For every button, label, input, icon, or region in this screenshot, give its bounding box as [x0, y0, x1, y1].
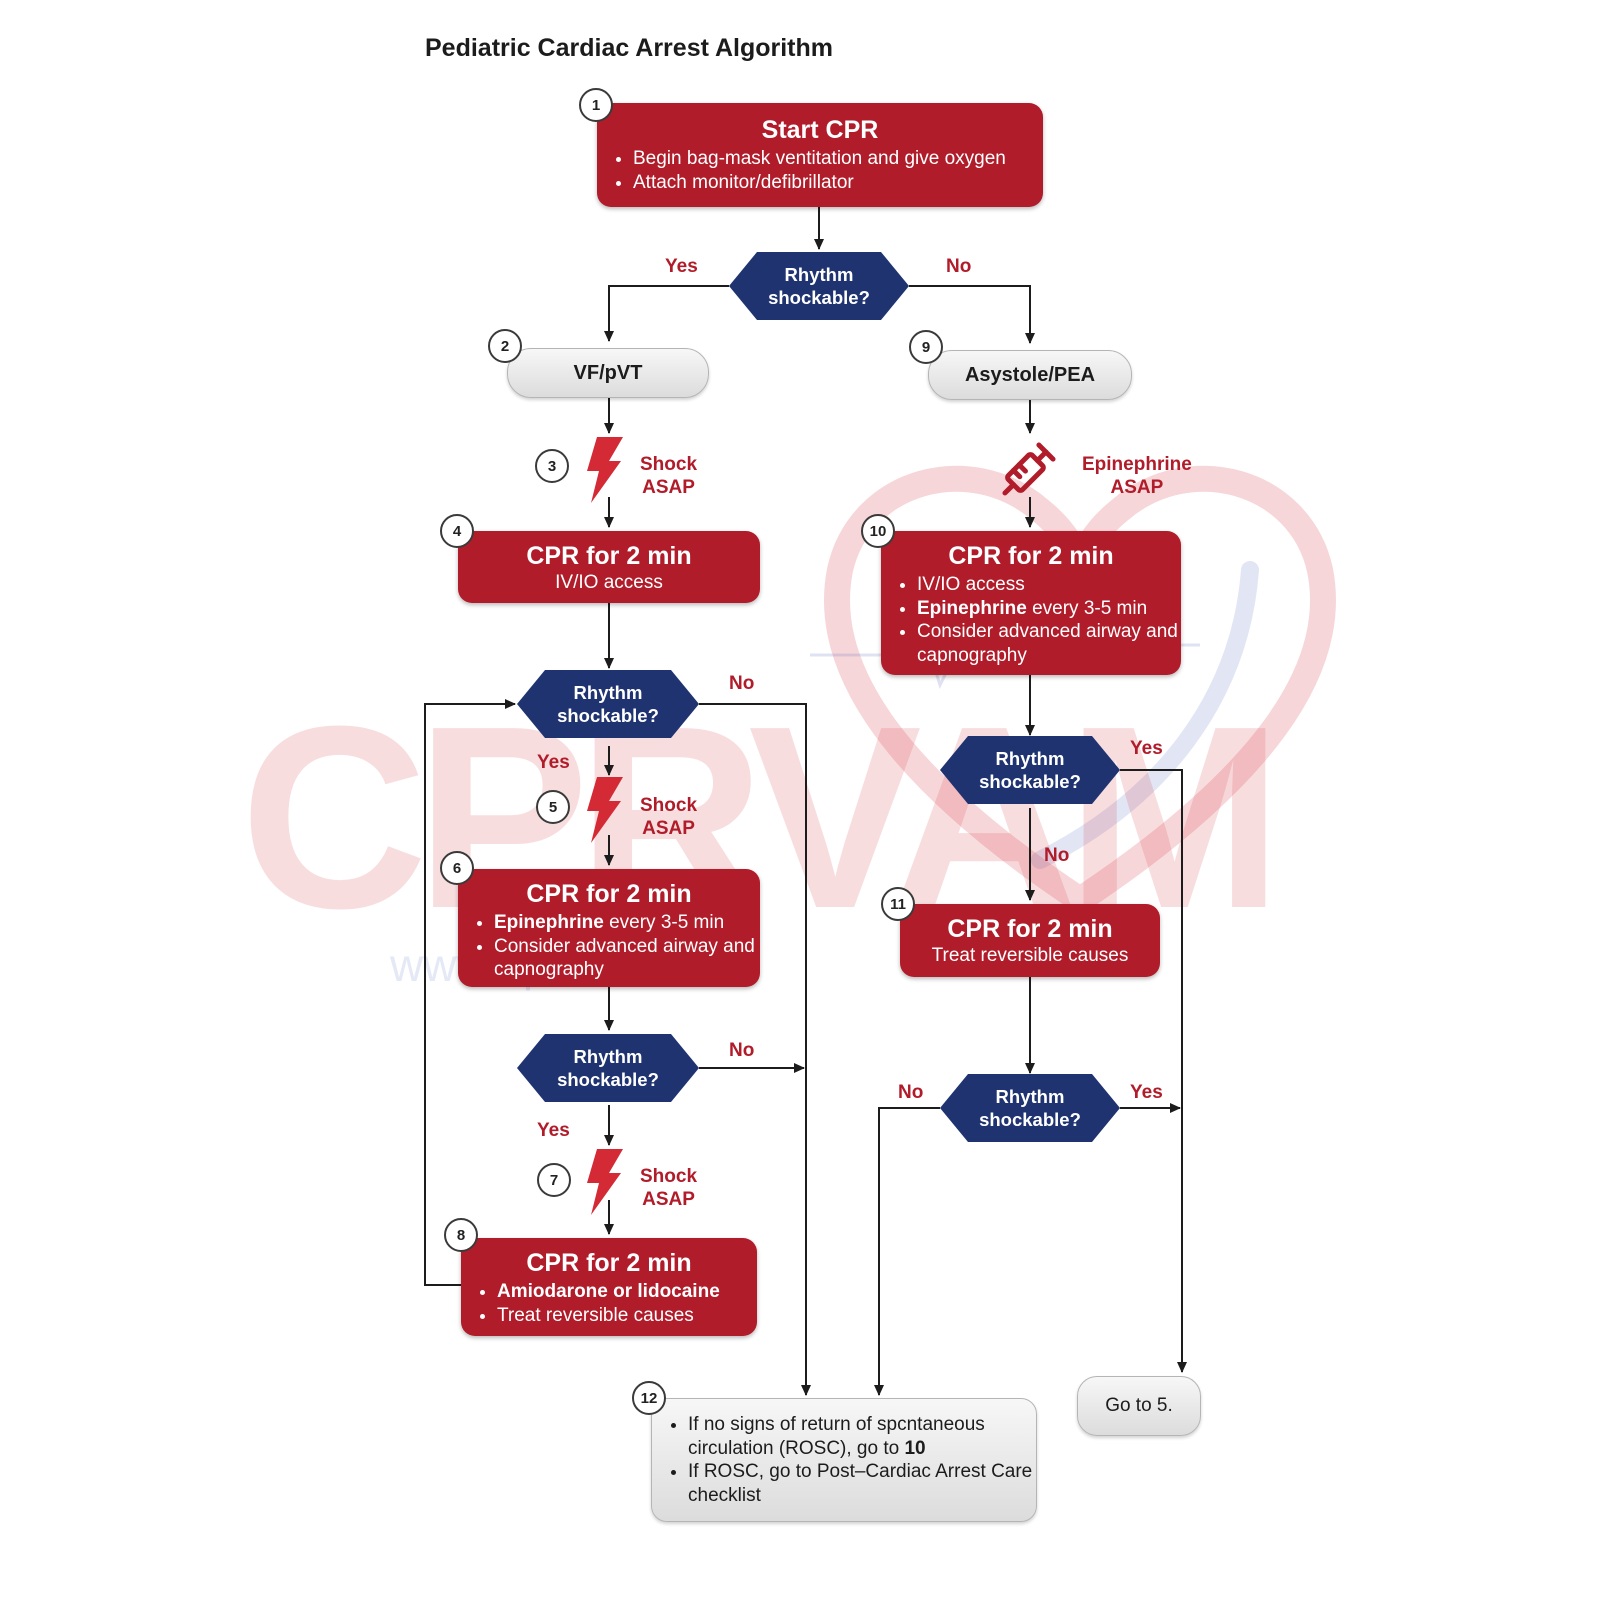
arrow-d2-no [699, 703, 811, 1396]
step-number-badge: 11 [881, 887, 915, 921]
step-number-badge: 1 [579, 88, 613, 122]
cpr-box-8-title: CPR for 2 min [526, 1249, 692, 1277]
cpr-box-4-title: CPR for 2 min [526, 542, 692, 570]
arrow-d5-no [874, 1107, 940, 1396]
step-number-badge: 3 [535, 449, 569, 483]
shock-label-7: Shock ASAP [640, 1166, 698, 1210]
bullet-text: If no signs of return of spcntaneous cir… [688, 1414, 985, 1459]
no-label-4: No [1044, 845, 1070, 866]
vf-pvt-box: VF/pVT [507, 348, 709, 398]
bullet-text: Treat reversible causes [497, 1304, 694, 1326]
rosc-box-12-bullets: If no signs of return of spcntaneous cir… [652, 1413, 1036, 1507]
no-label-1: No [946, 256, 972, 277]
decision-label-2: Rhythm shockable? [557, 682, 659, 726]
yes-label-3: Yes [537, 1120, 570, 1141]
cpr-box-6: CPR for 2 min Epinephrine every 3-5 min … [458, 869, 760, 987]
step-number-badge: 4 [440, 514, 474, 548]
decision-shape-2 [517, 670, 699, 738]
start-cpr-title: Start CPR [761, 116, 879, 144]
bullet-bold: Epinephrine [494, 912, 604, 933]
cpr-box-6-bullet: Epinephrine every 3-5 min [494, 911, 760, 935]
step-number-badge: 9 [909, 330, 943, 364]
step-number-badge: 10 [861, 514, 895, 548]
cpr-box-8-bullet: Amiodarone or lidocaine [497, 1280, 757, 1304]
lightning-icon [587, 1149, 623, 1215]
cpr-box-8-bullet: Treat reversible causes [497, 1304, 757, 1328]
cpr-box-11-title: CPR for 2 min [947, 915, 1113, 943]
step-number-badge: 2 [488, 329, 522, 363]
lightning-icon [587, 777, 623, 843]
arrow-d1-yes [604, 285, 729, 342]
syringe-icon [1002, 442, 1056, 496]
step-number-badge: 6 [440, 851, 474, 885]
cpr-box-6-title: CPR for 2 min [526, 880, 692, 908]
bullet-text: IV/IO access [917, 574, 1025, 595]
decision-shape-5 [940, 1074, 1120, 1142]
start-cpr-bullets: Begin bag-mask ventitation and give oxyg… [597, 147, 1043, 194]
cpr-box-10-bullet: Consider advanced airway and capnography [917, 620, 1181, 667]
decision-label-5: Rhythm shockable? [979, 1086, 1081, 1130]
step-number-badge: 5 [536, 790, 570, 824]
bullet-text: every 3-5 min [603, 912, 725, 933]
yes-label-4: Yes [1130, 738, 1163, 759]
step-number-badge: 8 [444, 1218, 478, 1252]
yes-label-5: Yes [1130, 1082, 1163, 1103]
rosc-box-12-bullet: If ROSC, go to Post–Cardiac Arrest Care … [688, 1460, 1036, 1507]
start-cpr-bullet: Begin bag-mask ventitation and give oxyg… [633, 147, 1043, 171]
page-title: Pediatric Cardiac Arrest Algorithm [425, 34, 833, 62]
decision-label-3: Rhythm shockable? [557, 1046, 659, 1090]
cpr-box-10-bullet: IV/IO access [917, 573, 1181, 597]
rosc-box-12: If no signs of return of spcntaneous cir… [651, 1398, 1037, 1522]
go-to-5-box: Go to 5. [1077, 1376, 1201, 1436]
start-cpr-bullet: Attach monitor/defibrillator [633, 171, 1043, 195]
no-label-2: No [729, 673, 755, 694]
cpr-box-4-sub: IV/IO access [555, 572, 663, 593]
bullet-text: every 3-5 min [1026, 597, 1148, 619]
cpr-box-6-bullet: Consider advanced airway and capnography [494, 935, 760, 982]
arrow-loop-box8-to-d2 [424, 699, 516, 1286]
cpr-box-8: CPR for 2 min Amiodarone or lidocaine Tr… [461, 1238, 757, 1336]
yes-label-2: Yes [537, 752, 570, 773]
yes-label-1: Yes [665, 256, 698, 277]
arrow-d4-yes [1120, 769, 1187, 1373]
step-number-badge: 7 [537, 1163, 571, 1197]
arrow-d1-no [909, 285, 1035, 344]
decision-label-1: Rhythm shockable? [768, 264, 870, 308]
cpr-box-10-bullets: IV/IO access Epinephrine every 3-5 min C… [881, 573, 1181, 667]
bullet-bold: Amiodarone or lidocaine [497, 1281, 720, 1302]
epinephrine-asap-label: Epinephrine ASAP [1082, 454, 1192, 498]
bullet-text: Consider advanced airway and capnography [494, 935, 755, 981]
bullet-text: If ROSC, go to Post–Cardiac Arrest Care … [688, 1461, 1033, 1506]
no-label-5: No [898, 1082, 924, 1103]
decision-shape-4 [940, 736, 1120, 804]
cpr-box-11-sub: Treat reversible causes [931, 945, 1129, 966]
lightning-icon [587, 437, 623, 503]
decision-shape-3 [517, 1034, 699, 1102]
rosc-box-12-bullet: If no signs of return of spcntaneous cir… [688, 1413, 1036, 1460]
cpr-box-8-bullets: Amiodarone or lidocaine Treat reversible… [461, 1280, 757, 1327]
shock-label-5: Shock ASAP [640, 795, 698, 839]
bullet-bold: Epinephrine [917, 597, 1027, 619]
bullet-bold: 10 [904, 1437, 926, 1459]
decision-label-4: Rhythm shockable? [979, 748, 1081, 792]
decision-shape-1 [729, 252, 909, 320]
asystole-pea-box: Asystole/PEA [928, 350, 1132, 400]
cpr-box-4: CPR for 2 min IV/IO access [458, 531, 760, 603]
shock-label-3: Shock ASAP [640, 454, 698, 498]
cpr-box-11: CPR for 2 min Treat reversible causes [900, 904, 1160, 977]
step-number-badge: 12 [632, 1381, 666, 1415]
cpr-box-6-bullets: Epinephrine every 3-5 min Consider advan… [458, 911, 760, 982]
no-label-3: No [729, 1040, 755, 1061]
bullet-text: Consider advanced airway and capnography [917, 621, 1178, 666]
cpr-box-10: CPR for 2 min IV/IO access Epinephrine e… [881, 531, 1181, 675]
cpr-box-10-bullet: Epinephrine every 3-5 min [917, 597, 1181, 621]
cpr-box-10-title: CPR for 2 min [948, 542, 1114, 570]
start-cpr-box: Start CPR Begin bag-mask ventitation and… [597, 103, 1043, 207]
